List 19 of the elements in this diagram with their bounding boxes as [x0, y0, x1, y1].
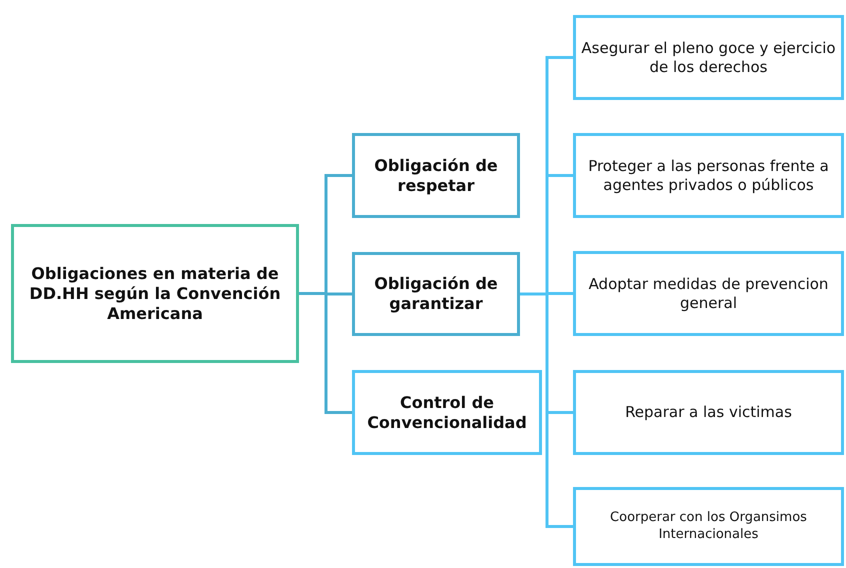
topic-box: [11, 224, 299, 363]
box-text: Control de Convencionalidad: [366, 392, 528, 432]
item-box: [573, 370, 844, 455]
item-box: [573, 251, 844, 336]
category-box: [352, 252, 520, 336]
box-text: Adoptar medidas de prevencion general: [588, 274, 830, 312]
box-text: Reparar a las victimas: [624, 403, 793, 422]
box-text: Obligación de garantizar: [373, 274, 499, 314]
category-box: [352, 133, 520, 218]
box-text: Coorperar con los Organsimos Internacionales: [609, 510, 808, 543]
box-text: Asegurar el pleno goce y ejercicio de los derechos: [580, 38, 837, 76]
box-text: Proteger a las personas frente a agentes privados o públicos: [587, 156, 830, 194]
category-box: [352, 370, 542, 455]
item-box: [573, 15, 844, 100]
box-text: Obligación de respetar: [373, 156, 499, 196]
box-text: Obligaciones en materia de DD.HH según la Convención Americana: [28, 264, 282, 324]
item-box: [573, 487, 844, 566]
connector-line: [520, 292, 573, 528]
item-box: [573, 133, 844, 218]
